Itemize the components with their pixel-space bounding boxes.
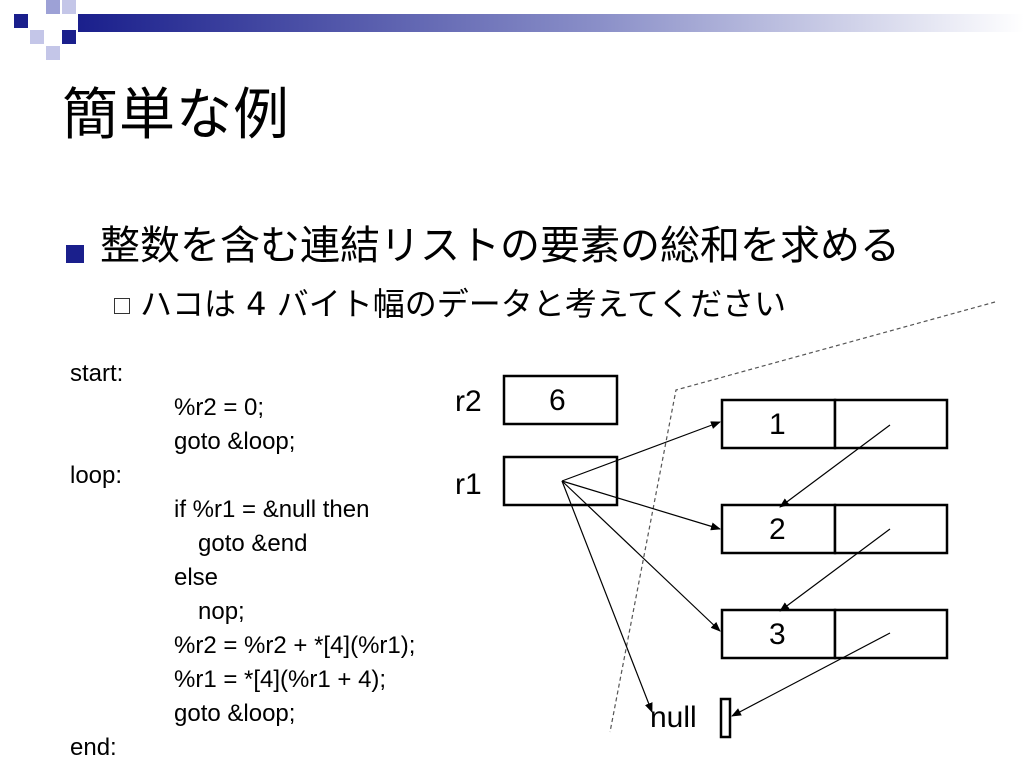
arrow-node3-next [731,632,891,717]
node-1-next-cell [833,398,949,450]
null-label: null [650,701,697,734]
code-line: %r1 = *[4](%r1 + 4); [174,666,387,693]
memory-boundary-line [609,301,996,733]
node-3-next-cell [833,608,949,660]
node-1-value: 1 [769,408,786,441]
register-r2-box [502,374,619,426]
code-line: else [174,564,219,591]
arrow-r1-to-node2 [561,480,721,531]
arrow-r1-to-node3 [561,480,721,632]
code-line: %r2 = %r2 + *[4](%r1); [174,632,416,659]
bullet-marker-icon [66,245,84,263]
code-line: nop; [198,598,245,625]
register-r1-label: r1 [455,468,482,501]
code-line: goto &loop; [174,428,296,455]
sub-bullet-text: ハコは 4 バイト幅のデータと考えてください [140,285,787,323]
node-2-next-cell [833,503,949,555]
arrow-r1-to-node1 [561,421,721,482]
arrow-r1-to-null [561,480,653,713]
code-line: start: [70,360,124,387]
register-r2-value: 6 [549,384,566,417]
arrow-node1-next [779,424,891,508]
node-2-value: 2 [769,513,786,546]
node-3-value: 3 [769,618,786,651]
register-r2-label: r2 [455,385,482,418]
code-line: loop: [70,462,123,489]
header-decoration [14,0,1024,60]
code-line: %r2 = 0; [174,394,265,421]
code-line: goto &end [198,530,308,557]
code-line: end: [70,734,117,761]
arrow-node2-next [779,528,891,612]
null-marker-box [719,697,732,739]
register-r1-box [502,455,619,507]
slide-title: 簡単な例 [62,83,290,148]
code-line: if %r1 = &null then [174,496,370,523]
sub-bullet-marker-icon [114,298,130,314]
code-line: goto &loop; [174,700,296,727]
main-bullet-text: 整数を含む連結リストの要素の総和を求める [100,223,900,269]
